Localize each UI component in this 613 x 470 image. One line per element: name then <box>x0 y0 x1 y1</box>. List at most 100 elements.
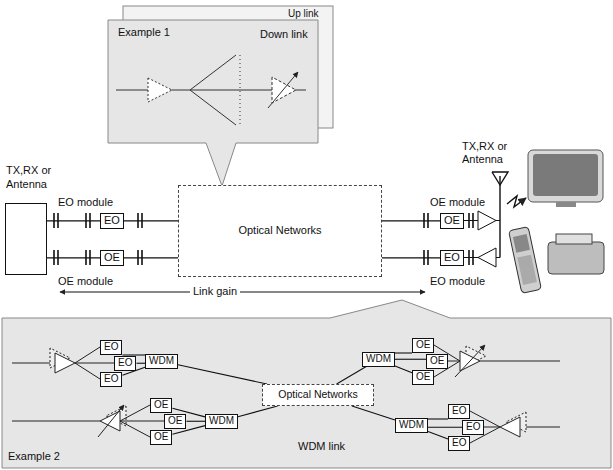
signal-line <box>352 406 395 420</box>
example2-drawing <box>55 353 75 373</box>
example2-drawing <box>12 345 560 443</box>
signal-line <box>337 367 367 385</box>
part-label: OE module <box>58 275 113 288</box>
tv-icon <box>556 202 576 207</box>
oe-box: OE <box>440 213 464 229</box>
example-panel <box>2 300 611 468</box>
network-box: Optical Networks <box>178 185 382 277</box>
signal-line <box>382 257 440 258</box>
example-panel: Up link <box>123 6 333 128</box>
oe-box: OE <box>164 414 186 429</box>
panel-title: Example 1 <box>118 26 170 40</box>
wdm-box: WDM <box>145 354 178 369</box>
tv-icon <box>528 150 603 207</box>
part-label: TX,RX or Antenna <box>462 140 534 166</box>
oe-box: OE <box>150 398 172 413</box>
example2-drawing <box>448 361 460 362</box>
oe-box: OE <box>426 354 448 369</box>
signal-line <box>382 220 440 221</box>
eo-box: EO <box>440 250 464 266</box>
node-label: OE <box>444 214 460 228</box>
node-label: OE <box>430 355 444 368</box>
antenna-symbol <box>499 176 500 258</box>
node-label: EO <box>104 373 118 386</box>
signal-line <box>395 359 426 360</box>
printer-icon <box>556 234 592 244</box>
example2-drawing <box>480 361 560 362</box>
signal-line <box>178 365 267 384</box>
example2-drawing <box>12 421 100 422</box>
example2-drawing <box>120 405 150 421</box>
oe-box: OE <box>150 430 172 445</box>
node-label: WDM <box>149 355 174 368</box>
signal-line <box>124 220 178 221</box>
phone-icon <box>509 227 542 294</box>
example1-drawing <box>116 55 306 125</box>
wdm-box: WDM <box>395 418 428 433</box>
amplifier-symbol <box>478 211 496 230</box>
part-label: EO module <box>430 275 485 288</box>
amplifier-symbol <box>464 220 478 221</box>
example1-drawing <box>268 72 298 108</box>
eo-box: EO <box>448 436 470 451</box>
panel-title: WDM link <box>298 440 345 454</box>
wdm-box: WDM <box>362 352 395 367</box>
example1-drawing <box>148 78 172 102</box>
node-label: OE <box>104 251 120 265</box>
example2-drawing <box>12 363 55 364</box>
example2-drawing <box>500 417 520 437</box>
node-label: OE <box>416 371 430 384</box>
example-panel <box>108 20 318 186</box>
node-label: WDM <box>209 415 234 428</box>
signal-line <box>428 418 448 419</box>
part-label: EO module <box>58 196 113 209</box>
eo-box: EO <box>100 372 122 387</box>
eo-box: EO <box>100 340 122 355</box>
node-label: TX,RX or Antenna <box>6 164 78 192</box>
phone-icon <box>509 227 542 294</box>
node-label: WDM <box>399 419 424 432</box>
node-label: WDM <box>366 353 391 366</box>
part-label: OE module <box>430 196 485 209</box>
signal-line <box>47 220 100 221</box>
example-panel <box>2 300 611 468</box>
signal-line <box>428 431 448 439</box>
node-label: OE <box>154 399 168 412</box>
example-panel: Example 1 Down link <box>108 20 318 143</box>
signal-line <box>395 366 412 373</box>
example1-drawing <box>190 90 240 91</box>
link-gain-arrow <box>60 292 425 293</box>
antenna-symbol <box>492 172 508 185</box>
signal-line <box>238 406 278 417</box>
oe-box: OE <box>412 338 434 353</box>
signal-line <box>124 257 178 258</box>
eo-box: EO <box>462 420 484 435</box>
example2-drawing <box>75 363 114 364</box>
node-label: EO <box>118 357 132 370</box>
panel-title: Up link <box>288 8 319 21</box>
panel-title: Down link <box>260 28 308 42</box>
node-label: Optical Networks <box>238 224 321 238</box>
node-label: EO <box>452 437 466 450</box>
oe-box: OE <box>100 250 124 266</box>
tv-icon <box>533 154 598 196</box>
signal-line <box>47 257 100 258</box>
antenna-symbol <box>507 196 526 207</box>
example1-drawing <box>190 90 236 125</box>
example2-drawing <box>75 363 100 379</box>
eo-box: EO <box>100 213 124 229</box>
example1-drawing <box>240 55 241 125</box>
example-panel <box>108 6 333 186</box>
node-label: EO <box>452 405 466 418</box>
amplifier-symbol <box>478 248 496 267</box>
signal-line <box>395 352 412 353</box>
example2-drawing <box>75 347 100 363</box>
panel-title: Example 2 <box>8 450 60 464</box>
example-panel: WDM linkExample 2EOEOEOWDMOEOEOEWDMOptic… <box>2 318 611 468</box>
node-label: EO <box>104 341 118 354</box>
tv-icon <box>528 150 603 202</box>
signal-line <box>186 421 205 422</box>
example2-drawing <box>120 421 164 422</box>
